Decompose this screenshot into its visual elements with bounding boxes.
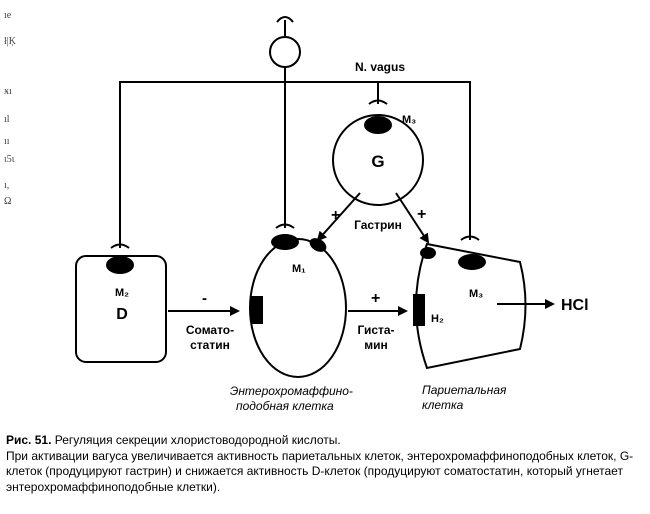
histamine-plus: + bbox=[371, 290, 380, 307]
g-cell-label: G bbox=[371, 152, 384, 171]
hcl-label: HCl bbox=[561, 297, 589, 314]
vagus-neuron-body bbox=[269, 36, 301, 68]
d-cell bbox=[75, 255, 167, 363]
m3-label-g: M₃ bbox=[402, 114, 416, 126]
somatostatin-minus: - bbox=[202, 290, 207, 307]
margin-scan-artifacts: ıе ł|Ķ ӿı ıl ıı ι5ι ı, Ω bbox=[4, 8, 28, 208]
m2-receptor bbox=[106, 256, 134, 274]
gastrin-arrow-to-ecl bbox=[316, 192, 361, 242]
scan-artifact: ı, bbox=[4, 180, 10, 191]
gastrin-arrow-to-parietal bbox=[395, 192, 430, 244]
parietal-cell-caption-2: клетка bbox=[422, 398, 464, 412]
parietal-cell-caption-1: Париетальная bbox=[422, 383, 507, 397]
gastrin-label: Гастрин bbox=[354, 218, 402, 232]
histamine-label-1: Гиста- bbox=[357, 323, 394, 337]
somatostatin-label-2: статин bbox=[190, 338, 230, 352]
m3-receptor-parietal bbox=[458, 254, 486, 270]
gastrin-plus-left: + bbox=[331, 207, 340, 224]
enterochromaffin-like-cell bbox=[249, 234, 347, 378]
somatostatin-label-1: Сомато- bbox=[186, 323, 234, 337]
scan-artifact: ıе bbox=[4, 10, 12, 21]
scan-artifact: ӿı bbox=[4, 86, 12, 97]
h2-receptor bbox=[413, 294, 425, 326]
m2-label: M₂ bbox=[115, 287, 129, 299]
ecl-cell-caption-1: Энтерохромаффино- bbox=[230, 384, 353, 398]
gastrin-receptor-parietal bbox=[420, 247, 436, 259]
h2-label: H₂ bbox=[431, 313, 444, 325]
g-cell bbox=[332, 114, 424, 206]
somatostatin-receptor bbox=[251, 296, 263, 324]
m3-receptor-g bbox=[364, 116, 392, 134]
figure-label: Рис. 51. bbox=[6, 433, 52, 447]
gastrin-plus-right: + bbox=[417, 206, 426, 223]
scan-artifact: Ω bbox=[4, 196, 12, 207]
caption-body: При активации вагуса увеличивается актив… bbox=[6, 448, 634, 494]
scan-artifact: ıı bbox=[4, 136, 10, 147]
ecl-cell-caption-2: подобная клетка bbox=[236, 399, 334, 413]
caption-title-line: Рис. 51. Регуляция секреции хлористоводо… bbox=[6, 433, 646, 449]
m1-receptor bbox=[271, 234, 299, 250]
gastric-acid-regulation-diagram: N. vagus M₃ G + + Гастрин M₂ D - Сомато-… bbox=[75, 16, 589, 413]
vagus-label: N. vagus bbox=[355, 60, 405, 74]
d-cell-label: D bbox=[116, 306, 128, 323]
m3-label-parietal: M₃ bbox=[469, 288, 483, 300]
m1-label: M₁ bbox=[292, 263, 306, 275]
vagus-branches bbox=[110, 81, 480, 249]
histamine-label-2: мин bbox=[364, 338, 388, 352]
scan-artifact: ι5ι bbox=[4, 154, 15, 165]
parietal-cell bbox=[413, 242, 527, 370]
caption-title: Регуляция секреции хлористоводородной ки… bbox=[51, 433, 341, 447]
vagus-neuron bbox=[269, 16, 301, 228]
figure-caption: Рис. 51. Регуляция секреции хлористоводо… bbox=[6, 433, 646, 495]
scan-artifact: ł|Ķ bbox=[4, 36, 17, 47]
gastrin-receptor-ecl bbox=[309, 238, 327, 252]
scan-artifact: ıl bbox=[4, 114, 10, 125]
